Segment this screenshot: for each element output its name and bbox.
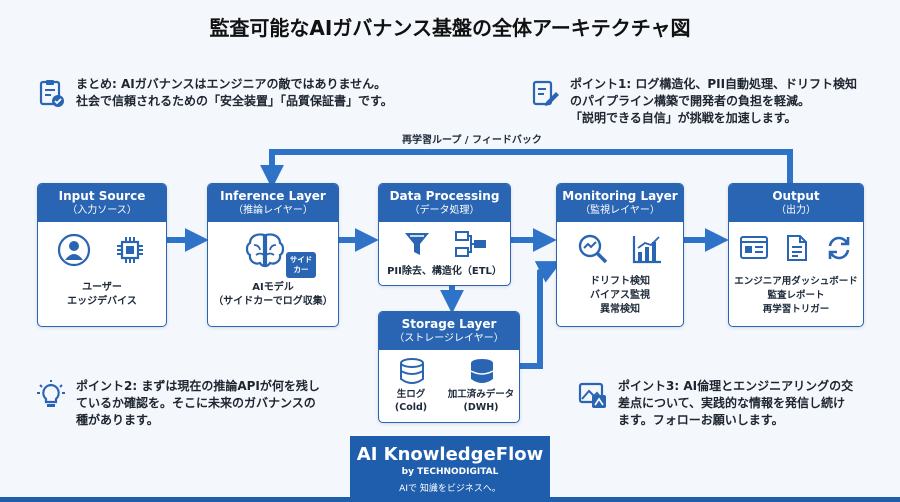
chip-icon <box>117 237 143 263</box>
point1-line-1: ポイント1: ログ構造化、PII自動処理、ドリフト検知 <box>570 77 858 91</box>
input-source-line-1: ユーザー <box>82 282 122 293</box>
edit-document-icon <box>532 80 559 106</box>
point2-line-3: 種があります。 <box>76 413 159 427</box>
dwh-storage-icon <box>470 359 494 383</box>
point3-line-3: ます。フォローお願いします。 <box>618 413 784 427</box>
output-line-2: 監査レポート <box>767 290 825 301</box>
output-line-1: エンジニア用ダッシュボード <box>734 276 858 287</box>
data-processing-subtitle: （データ処理） <box>409 205 480 216</box>
output-line-3: 再学習トリガー <box>762 304 830 315</box>
feedback-loop-label: 再学習ループ / フィードバック <box>402 135 542 146</box>
brand-name: AI KnowledgeFlow <box>356 444 544 465</box>
cold-storage-line-1: 生ログ <box>396 389 426 400</box>
cold-storage-icon <box>400 358 424 384</box>
inference-layer-line-2: （サイドカーでログ収集） <box>213 296 333 307</box>
monitoring-layer-subtitle: （監視レイヤー） <box>580 205 660 216</box>
dwh-storage-line-1: 加工済みデータ <box>447 389 515 400</box>
point3-note: ポイント3: AI倫理とエンジニアリングの交 差点について、実践的な情報を発信し… <box>578 378 878 434</box>
sidecar-badge-line-2: カー <box>293 265 309 274</box>
point1-line-3: 「説明できる自信」が挑戦を加速します。 <box>570 111 797 125</box>
point2-line-2: ているか確認を。そこに未来のガバナンスの <box>76 396 316 410</box>
summary-line-2: 社会で信頼されるための「安全装置」「品質保証書」です。 <box>76 94 393 108</box>
inference-layer-subtitle: （推論レイヤー） <box>233 205 313 216</box>
inference-layer-line-1: AIモデル <box>252 282 294 293</box>
monitoring-line-2: バイアス監視 <box>590 290 650 301</box>
output-title: Output <box>772 189 820 203</box>
magnifier-chart-icon <box>578 234 608 264</box>
data-processing-line-1: PII除去、構造化（ETL） <box>387 266 502 277</box>
inference-layer-title: Inference Layer <box>220 189 326 203</box>
point3-line-1: ポイント3: AI倫理とエンジニアリングの交 <box>618 379 854 393</box>
output-box: Output （出力） エンジニア用ダッシュボード 監査レポート 再学習トリガー <box>728 183 864 327</box>
network-image-icon <box>578 382 606 408</box>
data-processing-box: Data Processing （データ処理） PII除去、構造化（ETL） <box>378 183 511 286</box>
input-source-subtitle: （入力ソース） <box>67 205 137 216</box>
dwh-storage-line-2: (DWH) <box>463 402 499 413</box>
brand-panel: AI KnowledgeFlow by TECHNODIGITAL AIで 知識… <box>350 436 550 502</box>
arrow-storage-to-monitoring <box>518 261 562 369</box>
point1-note: ポイント1: ログ構造化、PII自動処理、ドリフト検知 のパイプライン構築で開発… <box>530 76 890 132</box>
point1-line-2: のパイプライン構築で開発者の負担を軽減。 <box>570 94 811 108</box>
point2-line-1: ポイント2: まずは現在の推論APIが何を残し <box>76 379 320 393</box>
storage-layer-box: Storage Layer （ストレージレイヤー） 生ログ (Cold) 加工済… <box>378 311 520 423</box>
feedback-loop-arrow <box>260 149 793 189</box>
bar-chart-icon <box>632 236 661 264</box>
lightbulb-icon <box>37 380 65 407</box>
brand-tagline: AIで 知識をビジネスへ。 <box>399 484 501 494</box>
monitoring-line-1: ドリフト検知 <box>590 276 650 287</box>
monitoring-line-3: 異常検知 <box>600 304 640 315</box>
input-source-box: Input Source （入力ソース） ユーザー エッジデバイス <box>37 183 167 327</box>
cold-storage-line-2: (Cold) <box>394 402 428 413</box>
storage-layer-subtitle: （ストレージレイヤー） <box>394 333 504 344</box>
point2-note: ポイント2: まずは現在の推論APIが何を残し ているか確認を。そこに未来のガバ… <box>36 378 356 434</box>
storage-layer-title: Storage Layer <box>401 317 497 331</box>
input-source-line-2: エッジデバイス <box>67 296 137 307</box>
summary-note: まとめ: AIガバナンスはエンジニアの敵ではありません。 社会で信頼されるための… <box>36 76 476 116</box>
clipboard-check-icon <box>39 80 64 107</box>
summary-line-1: まとめ: AIガバナンスはエンジニアの敵ではありません。 <box>76 77 387 91</box>
input-source-title: Input Source <box>58 189 146 203</box>
structure-icon <box>454 231 486 257</box>
dashboard-icon <box>740 236 768 259</box>
user-icon <box>57 233 91 267</box>
point3-line-2: 差点について、実践的な情報を発信し続け <box>618 396 846 410</box>
diagram-title: 監査可能なAIガバナンス基盤の全体アーキテクチャ図 <box>209 16 691 40</box>
inference-layer-box: Inference Layer （推論レイヤー） サイド カー AIモデル （サ… <box>207 183 339 327</box>
data-processing-title: Data Processing <box>389 189 500 203</box>
report-icon <box>787 235 807 261</box>
filter-icon <box>404 233 429 255</box>
refresh-icon <box>828 236 850 260</box>
monitoring-layer-box: Monitoring Layer （監視レイヤー） ドリフト検知 バイアス監視 … <box>556 183 684 327</box>
brain-icon <box>245 233 285 268</box>
monitoring-layer-title: Monitoring Layer <box>562 189 678 203</box>
bottom-bar <box>0 497 900 502</box>
output-subtitle: （出力） <box>776 205 816 216</box>
sidecar-badge: サイド カー <box>286 252 316 278</box>
sidecar-badge-line-1: サイド <box>289 255 313 264</box>
brand-by: by TECHNODIGITAL <box>401 467 499 477</box>
